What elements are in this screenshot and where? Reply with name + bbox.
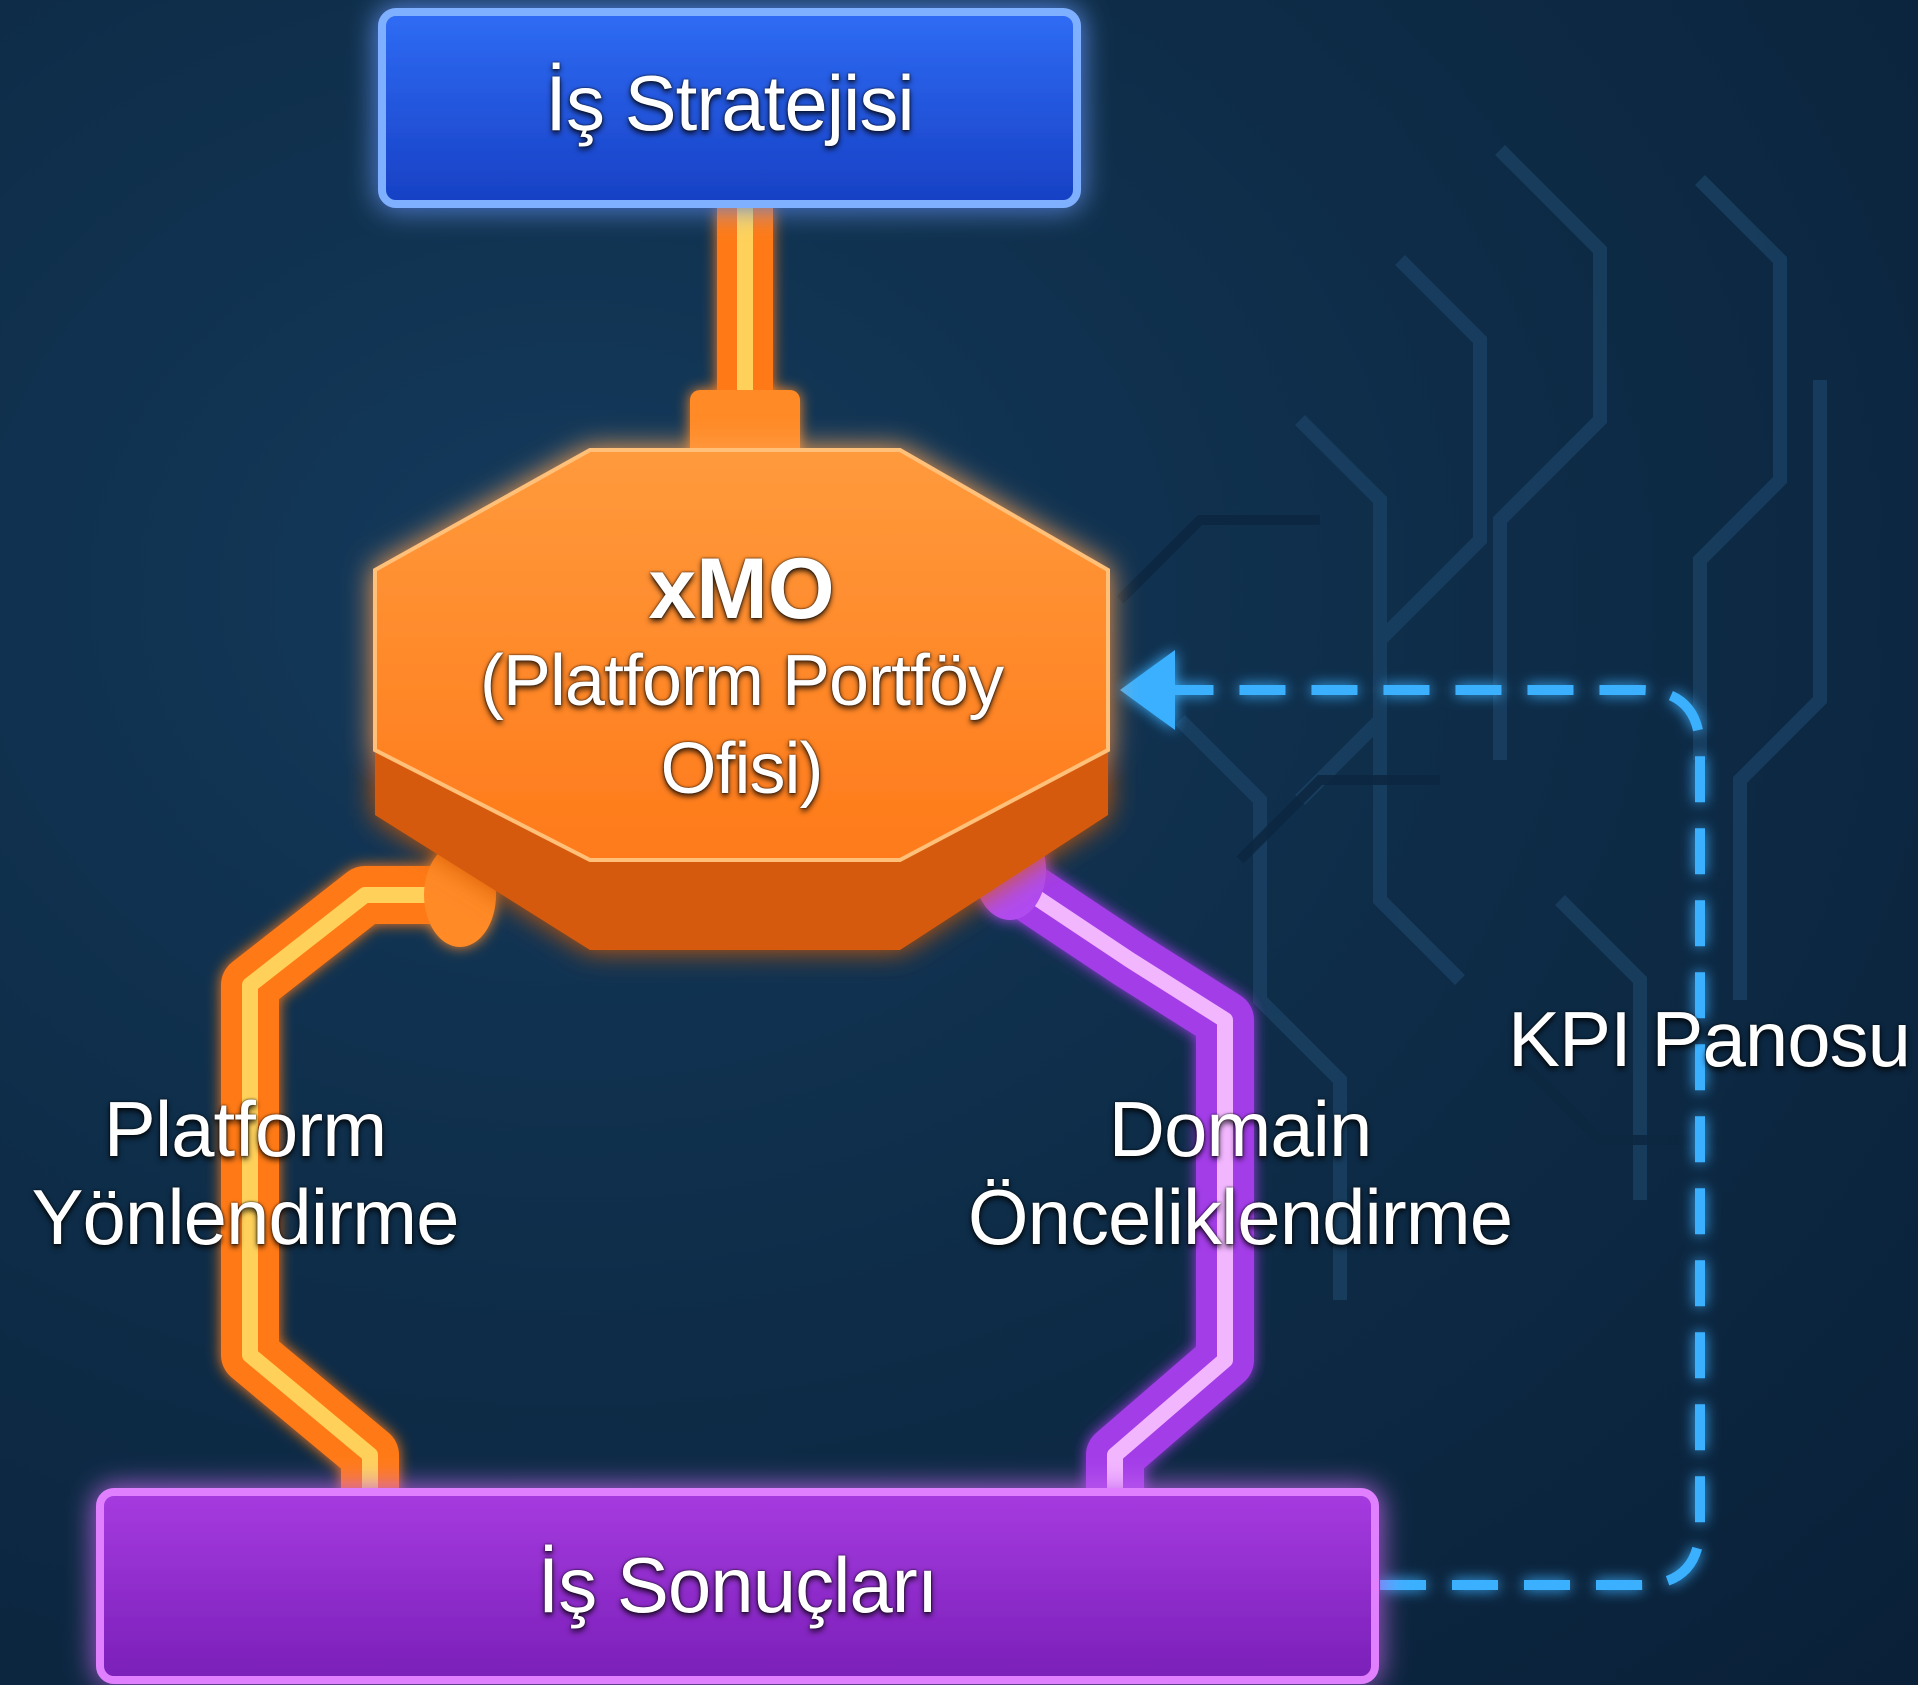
bottom-box [96, 1488, 1379, 1684]
arrowhead [1120, 650, 1175, 730]
feedback-edge-label: KPI Panosu [1508, 995, 1911, 1083]
center-node [373, 448, 1110, 950]
right-edge-label-line1: Domain [1108, 1085, 1373, 1173]
right-edge-label-line2: Önceliklendirme [967, 1173, 1513, 1261]
left-edge-label-line1: Platform [103, 1085, 387, 1173]
center-node-title: xMO [648, 541, 835, 637]
center-node-subtitle-line1: (Platform Portföy [479, 641, 1004, 721]
circuit-background-dark [1116, 515, 1720, 1145]
left-edge-label-line2: Yönlendirme [31, 1173, 460, 1261]
top-box-label: İş Stratejisi [545, 59, 914, 147]
center-node-subtitle-line2: Ofisi) [660, 729, 824, 809]
kpi-feedback-arrow [1120, 650, 1705, 1590]
circuit-background [1175, 145, 1827, 1300]
bottom-box-label: İş Sonuçları [537, 1541, 939, 1629]
top-box [378, 8, 1081, 208]
top-pipe [690, 205, 800, 460]
